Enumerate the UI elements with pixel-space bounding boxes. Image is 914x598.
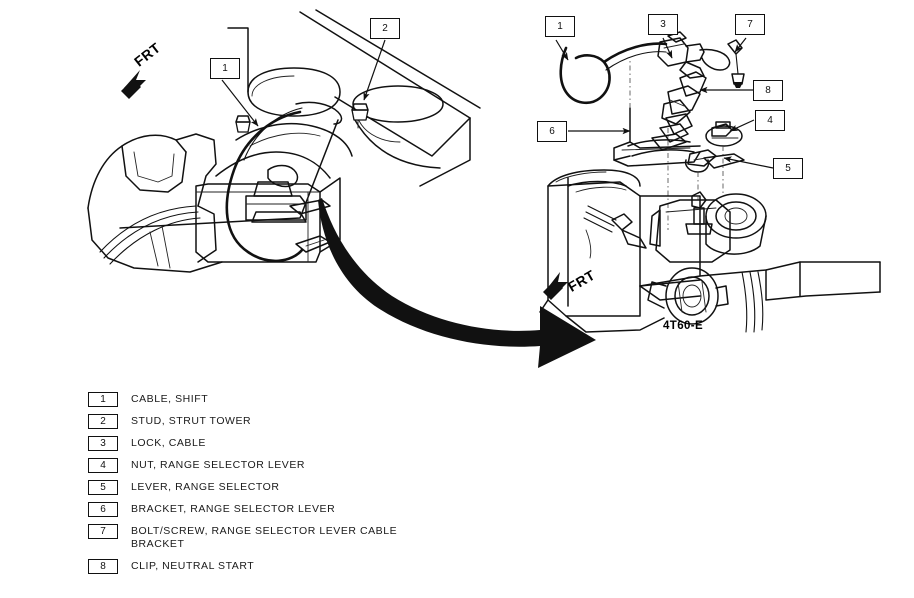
leader-right-5	[723, 156, 774, 169]
legend-item: 5 LEVER, RANGE SELECTOR	[88, 480, 508, 495]
leader-right-4	[729, 119, 755, 132]
leader-right-3	[662, 37, 673, 59]
legend-label: BRACKET, RANGE SELECTOR LEVER	[131, 503, 336, 515]
legend-item: 2 STUD, STRUT TOWER	[88, 414, 508, 429]
right-view-leader-lines	[555, 37, 774, 169]
legend-label: LOCK, CABLE	[131, 437, 206, 449]
left-view-leader-lines	[221, 39, 386, 127]
leader-right-1	[555, 39, 569, 61]
legend-number-box: 2	[88, 414, 118, 429]
legend-item: 4 NUT, RANGE SELECTOR LEVER	[88, 458, 508, 473]
legend-number-box: 4	[88, 458, 118, 473]
leader-left-1	[221, 79, 259, 127]
callout-right-6[interactable]: 6	[537, 121, 567, 142]
callout-right-4[interactable]: 4	[755, 110, 785, 131]
legend-number-box: 3	[88, 436, 118, 451]
parts-legend: 1 CABLE, SHIFT 2 STUD, STRUT TOWER 3 LOC…	[88, 392, 508, 581]
legend-number-box: 5	[88, 480, 118, 495]
legend-item: 8 CLIP, NEUTRAL START	[88, 559, 508, 574]
transmission-model-caption: 4T60-E	[663, 320, 704, 332]
callout-right-3[interactable]: 3	[648, 14, 678, 35]
callout-right-7[interactable]: 7	[735, 14, 765, 35]
legend-number-box: 7	[88, 524, 118, 539]
transition-arrow	[318, 198, 596, 368]
legend-label: LEVER, RANGE SELECTOR	[131, 481, 280, 493]
legend-item: 6 BRACKET, RANGE SELECTOR LEVER	[88, 502, 508, 517]
right-transaxle-illustration	[539, 31, 881, 333]
legend-item: 3 LOCK, CABLE	[88, 436, 508, 451]
legend-label: CLIP, NEUTRAL START	[131, 560, 255, 572]
legend-number-box: 8	[88, 559, 118, 574]
callout-right-1[interactable]: 1	[545, 16, 575, 37]
callout-left-2[interactable]: 2	[370, 18, 400, 39]
legend-label: CABLE, SHIFT	[131, 393, 209, 405]
legend-item: 7 BOLT/SCREW, RANGE SELECTOR LEVER CABLE…	[88, 524, 508, 550]
legend-number-box: 6	[88, 502, 118, 517]
leader-right-7	[734, 37, 747, 53]
legend-label: NUT, RANGE SELECTOR LEVER	[131, 459, 306, 471]
left-engine-bay-illustration	[87, 9, 481, 273]
legend-number-box: 1	[88, 392, 118, 407]
callout-left-1[interactable]: 1	[210, 58, 240, 79]
legend-label: STUD, STRUT TOWER	[131, 415, 252, 427]
legend-item: 1 CABLE, SHIFT	[88, 392, 508, 407]
legend-label: BOLT/SCREW, RANGE SELECTOR LEVER CABLE B…	[131, 525, 398, 550]
leader-left-2	[363, 39, 386, 101]
callout-right-8[interactable]: 8	[753, 80, 783, 101]
callout-right-5[interactable]: 5	[773, 158, 803, 179]
